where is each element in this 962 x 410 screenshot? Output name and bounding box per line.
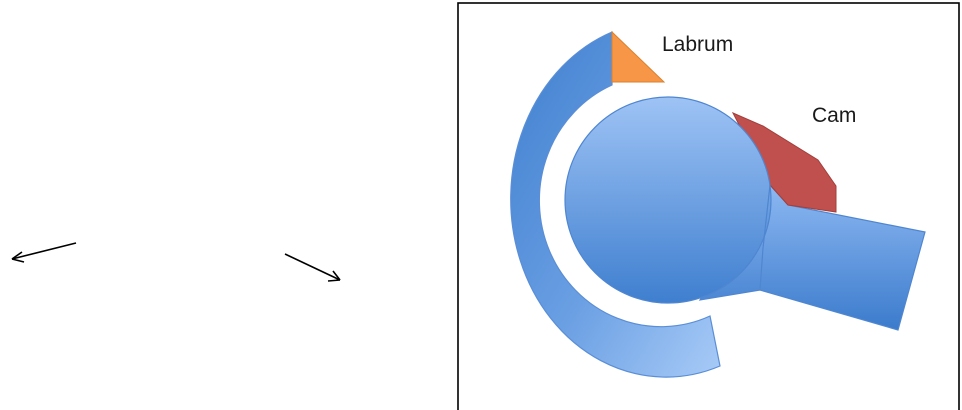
left-arrow [11, 242, 77, 263]
labrum-label: Labrum [662, 33, 733, 56]
acetabulum-socket [510, 31, 721, 378]
cam-lesion [731, 111, 837, 213]
labrum-shape [611, 30, 666, 83]
femoral-head [564, 96, 772, 304]
figure-frame [457, 2, 960, 410]
cam-label: Cam [812, 104, 856, 127]
head-neck-junction [759, 184, 771, 291]
right-arrow [284, 253, 341, 282]
